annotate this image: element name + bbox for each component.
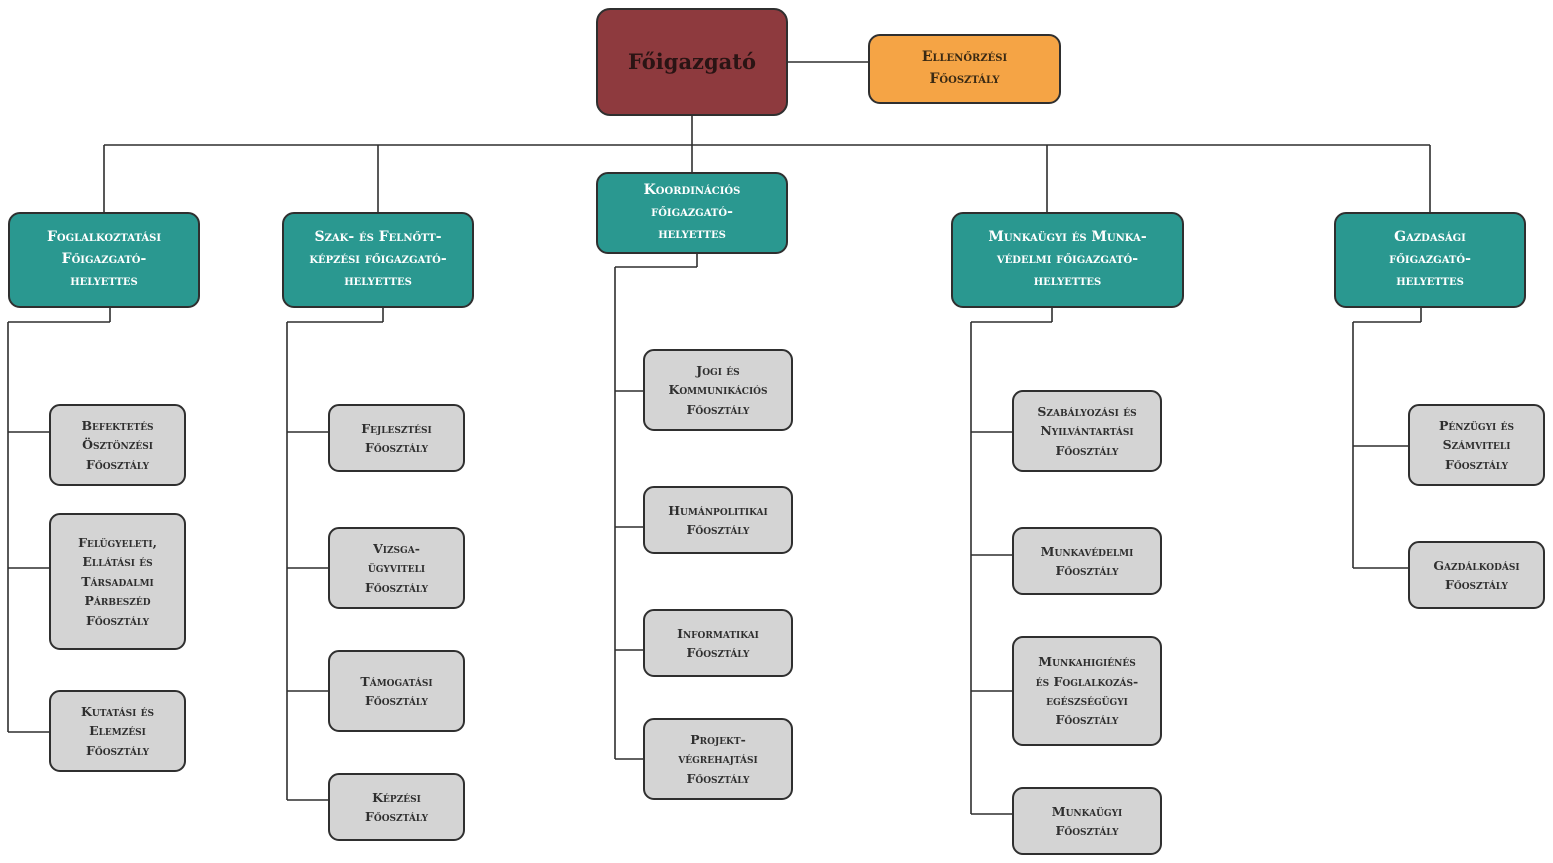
deputy-employment-box: Foglalkoztatási Főigazgató- helyettes [8,212,200,308]
deputy-economic-label: Gazdasági főigazgató- helyettes [1389,229,1471,289]
deputy-coordination-box: Koordinációs főigazgató- helyettes [596,172,788,254]
dept-label: Szabályozási és Nyilvántartási Főosztály [1037,403,1137,458]
deputy-economic-box: Gazdasági főigazgató- helyettes [1334,212,1526,308]
dept-label: Képzési Főosztály [365,789,428,824]
dept-label: Munkavédelmi Főosztály [1040,543,1134,578]
dept-finance-accounting: Pénzügyi és Számviteli Főosztály [1408,404,1545,486]
dept-supervision-social-dialogue: Felügyeleti, Ellátási és Társadalmi Párb… [49,513,186,650]
dept-label: Támogatási Főosztály [360,673,433,708]
dept-exam-administration: Vizsga- ügyviteli Főosztály [328,527,465,609]
dept-project-implementation: Projekt- végrehajtási Főosztály [643,718,793,800]
dept-support: Támogatási Főosztály [328,650,465,732]
dept-label: Kutatási és Elemzési Főosztály [80,703,155,758]
dept-label: Befektetés Ösztönzési Főosztály [81,417,154,472]
director-general-label: Főigazgató [628,48,756,74]
dept-label: Vizsga- ügyviteli Főosztály [365,540,428,595]
dept-label: Gazdálkodási Főosztály [1433,557,1520,592]
deputy-labour-safety-box: Munkaügyi és Munka- védelmi főigazgató- … [951,212,1184,308]
dept-occupational-hygiene-health: Munkahigiénés és Foglalkozás- egészségüg… [1012,636,1162,746]
dept-labour-affairs: Munkaügyi Főosztály [1012,787,1162,855]
dept-it: Informatikai Főosztály [643,609,793,677]
director-general-box: Főigazgató [596,8,788,116]
deputy-vocational-training-box: Szak- és Felnőtt- képzési főigazgató- he… [282,212,474,308]
dept-training: Képzési Főosztály [328,773,465,841]
dept-research-analysis: Kutatási és Elemzési Főosztály [49,690,186,772]
dept-investment-incentive: Befektetés Ösztönzési Főosztály [49,404,186,486]
dept-label: Munkahigiénés és Foglalkozás- egészségüg… [1035,654,1139,728]
deputy-labour-safety-label: Munkaügyi és Munka- védelmi főigazgató- … [988,229,1147,289]
dept-legal-communication: Jogi és Kommunikációs Főosztály [643,349,793,431]
dept-human-resources: Humánpolitikai Főosztály [643,486,793,554]
dept-regulation-registry: Szabályozási és Nyilvántartási Főosztály [1012,390,1162,472]
dept-label: Humánpolitikai Főosztály [668,502,768,537]
dept-management-economy: Gazdálkodási Főosztály [1408,541,1545,609]
audit-department-label: Ellenőrzési Főosztály [921,49,1008,87]
dept-label: Fejlesztési Főosztály [361,420,432,455]
audit-department-box: Ellenőrzési Főosztály [868,34,1061,104]
deputy-employment-label: Foglalkoztatási Főigazgató- helyettes [46,229,162,289]
dept-development: Fejlesztési Főosztály [328,404,465,472]
dept-label: Felügyeleti, Ellátási és Társadalmi Párb… [78,535,157,628]
dept-label: Jogi és Kommunikációs Főosztály [668,362,768,417]
deputy-vocational-training-label: Szak- és Felnőtt- képzési főigazgató- he… [309,229,447,289]
dept-label: Pénzügyi és Számviteli Főosztály [1439,417,1514,472]
dept-occupational-safety: Munkavédelmi Főosztály [1012,527,1162,595]
dept-label: Projekt- végrehajtási Főosztály [678,731,758,786]
dept-label: Informatikai Főosztály [677,625,759,660]
dept-label: Munkaügyi Főosztály [1051,803,1123,838]
deputy-coordination-label: Koordinációs főigazgató- helyettes [643,182,741,242]
